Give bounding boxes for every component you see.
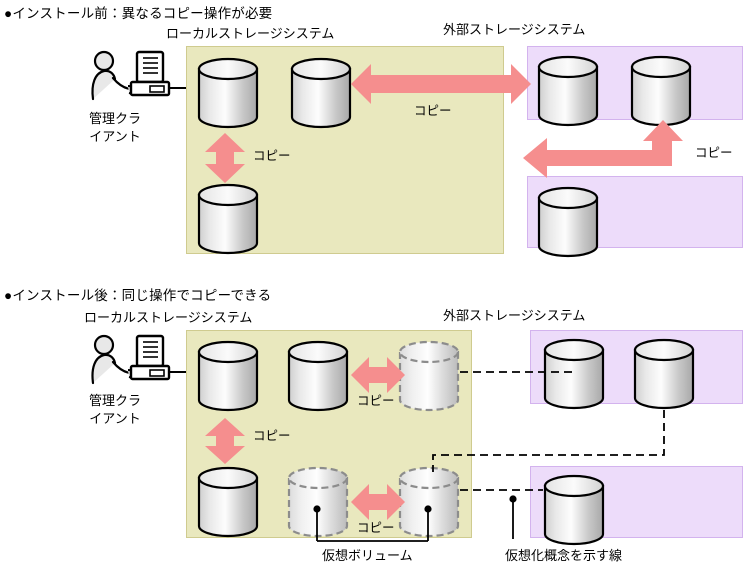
- before-external-cylinder-3: [537, 186, 599, 258]
- after-vertical-copy-label: コピー: [253, 429, 291, 443]
- after-local-storage-label: ローカルストレージシステム: [84, 310, 253, 325]
- before-external-storage-label: 外部ストレージシステム: [443, 22, 586, 37]
- after-top-horizontal-copy-arrow: [351, 355, 405, 395]
- before-local-storage-label: ローカルストレージシステム: [166, 26, 335, 41]
- before-horizontal-copy-label: コピー: [414, 104, 452, 118]
- virtualization-line-leader: [505, 495, 535, 541]
- before-elbow-copy-arrow: [513, 120, 688, 182]
- before-horizontal-copy-arrow: [351, 62, 531, 106]
- after-external-cylinder-1: [543, 338, 605, 410]
- before-local-cylinder-3: [197, 183, 259, 255]
- before-external-cylinder-1: [537, 55, 599, 127]
- after-top-horizontal-copy-label: コピー: [357, 394, 395, 408]
- section-after-title: ●インストール後：同じ操作でコピーできる: [4, 288, 272, 303]
- after-external-storage-label: 外部ストレージシステム: [443, 308, 586, 323]
- virtualization-line-caption: 仮想化概念を示す線: [505, 548, 623, 563]
- before-admin-client-icon: [84, 50, 186, 106]
- after-local-cylinder-3: [197, 466, 259, 538]
- virtual-volume-leader-lines: [310, 505, 450, 545]
- before-admin-client-label-line2: イアント: [89, 129, 141, 144]
- after-admin-client-label-line1: 管理クラ: [88, 393, 141, 408]
- after-external-cylinder-3: [543, 474, 605, 546]
- after-bottom-horizontal-copy-arrow: [351, 482, 405, 522]
- after-admin-client-label-line2: イアント: [89, 411, 141, 426]
- before-admin-client-label-line1: 管理クラ: [88, 111, 141, 126]
- section-before-title: ●インストール前：異なるコピー操作が必要: [4, 6, 273, 21]
- before-vertical-copy-label: コピー: [253, 149, 291, 163]
- after-local-cylinder-2: [287, 340, 349, 412]
- after-admin-client-icon: [84, 334, 186, 390]
- after-bottom-horizontal-copy-label: コピー: [357, 521, 395, 535]
- before-elbow-copy-label: コピー: [695, 146, 733, 160]
- after-virtual-cylinder-top: [398, 340, 460, 412]
- after-vertical-copy-arrow: [203, 418, 247, 464]
- virtual-volume-caption: 仮想ボリューム: [322, 548, 413, 563]
- before-vertical-copy-arrow: [203, 133, 247, 183]
- after-external-cylinder-2: [633, 338, 695, 410]
- virtualization-dashed-connectors: [186, 330, 745, 545]
- before-local-cylinder-1: [197, 57, 259, 129]
- before-local-cylinder-2: [290, 57, 352, 129]
- before-external-cylinder-2: [630, 55, 692, 127]
- after-local-cylinder-1: [197, 340, 259, 412]
